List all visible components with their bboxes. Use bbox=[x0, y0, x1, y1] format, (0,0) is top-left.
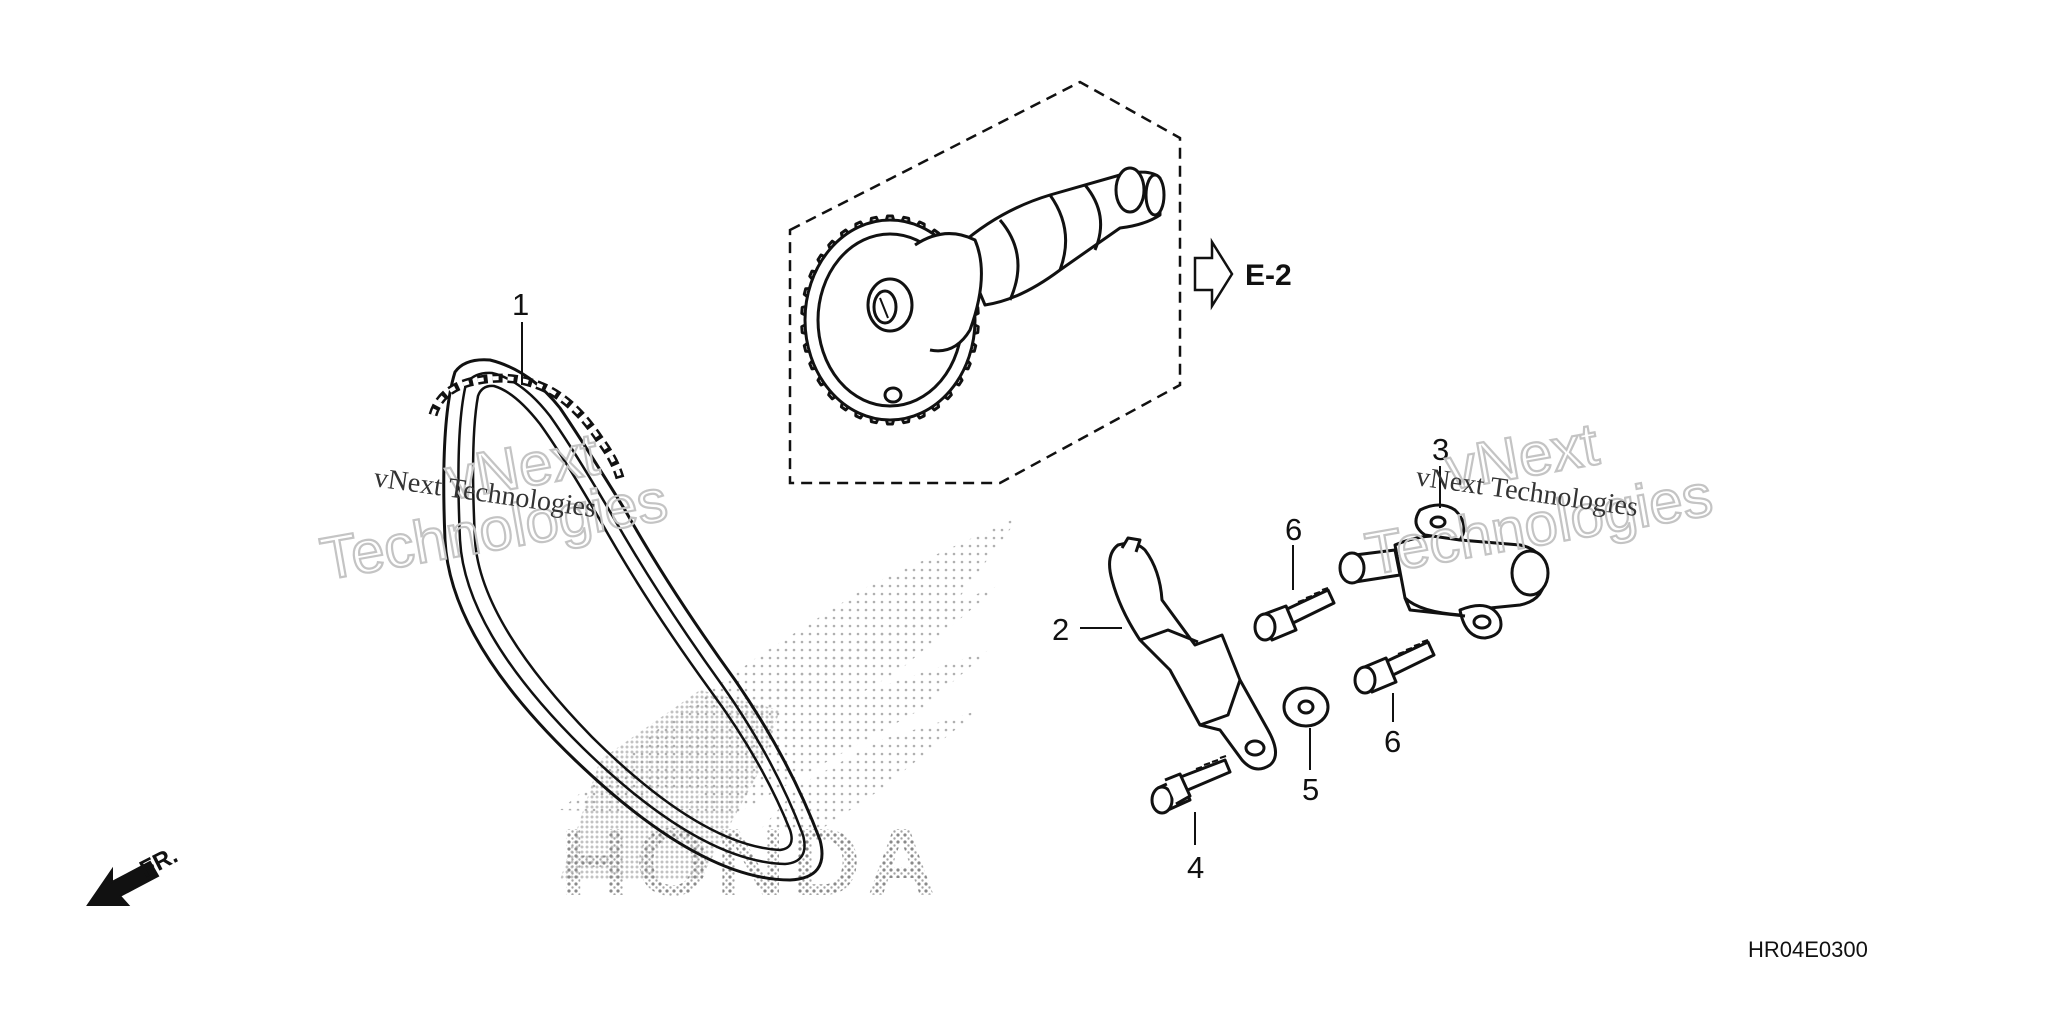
washer-5 bbox=[1282, 686, 1330, 728]
front-direction-arrow: FR. bbox=[86, 842, 182, 906]
callout-2: 2 bbox=[1052, 612, 1069, 647]
bolt-6-upper bbox=[1253, 587, 1336, 642]
honda-logo-text: HONDA bbox=[560, 809, 942, 916]
camshaft-assembly bbox=[800, 166, 1166, 426]
cam-chain bbox=[428, 358, 824, 882]
callout-6-lower: 6 bbox=[1384, 724, 1401, 759]
callout-leaders bbox=[521, 322, 1441, 845]
callout-5: 5 bbox=[1302, 772, 1319, 807]
callout-3: 3 bbox=[1432, 432, 1449, 467]
watermark-left: vNext Technologies vNext Technologies bbox=[315, 419, 674, 594]
callout-6-upper: 6 bbox=[1285, 512, 1302, 547]
bolt-6-lower bbox=[1353, 639, 1436, 695]
reference-arrow: E-2 bbox=[1193, 237, 1292, 311]
camshaft-reference-group bbox=[788, 80, 1182, 485]
tensioner-lifter bbox=[1338, 503, 1550, 640]
callout-1: 1 bbox=[512, 287, 529, 322]
reference-label: E-2 bbox=[1245, 259, 1292, 292]
tensioner-slipper bbox=[1108, 536, 1277, 771]
honda-wing-logo: HONDA bbox=[560, 516, 1020, 916]
bolt-4 bbox=[1150, 755, 1232, 815]
part-callouts: 1 2 3 4 5 6 6 bbox=[512, 287, 1449, 885]
callout-4: 4 bbox=[1187, 850, 1204, 885]
diagram-code: HR04E0300 bbox=[1748, 937, 1868, 962]
